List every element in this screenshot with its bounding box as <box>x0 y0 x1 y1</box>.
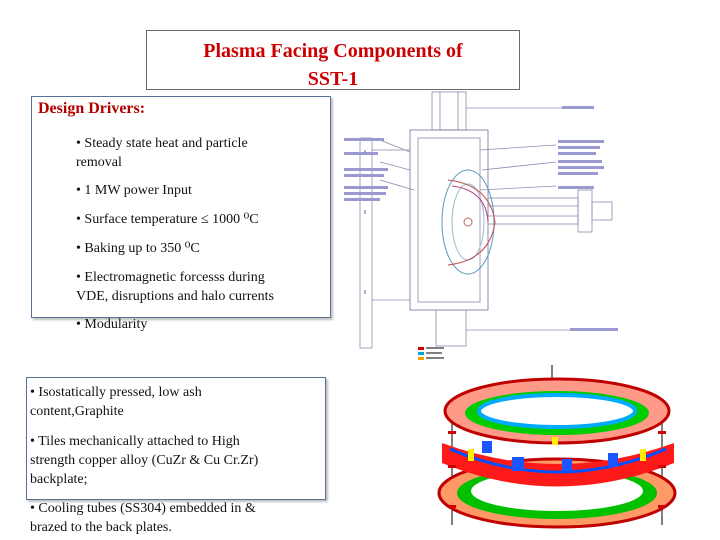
bullet-text: removal <box>76 155 122 170</box>
title-line-1: Plasma Facing Components of <box>203 40 463 62</box>
driver-bullet-2: • 1 MW power Input <box>76 181 192 200</box>
design-drivers-heading: Design Drivers: <box>38 100 146 117</box>
driver-bullet-4: • Baking up to 350 ⁰C <box>76 239 200 258</box>
bullet-text: • Modularity <box>76 317 148 332</box>
feature-bullet-1: • Isostatically pressed, low ash content… <box>30 383 202 421</box>
bullet-text: • Electromagnetic forcesss during <box>76 270 265 285</box>
feature-bullet-2: • Tiles mechanically attached to High st… <box>30 432 258 489</box>
feature-bullet-3: • Cooling tubes (SS304) embedded in & br… <box>30 499 256 537</box>
driver-bullet-6: • Modularity <box>76 315 147 334</box>
driver-bullet-5: • Electromagnetic forcesss during VDE, d… <box>76 268 274 306</box>
bullet-text: • Isostatically pressed, low ash <box>30 385 202 400</box>
bullet-text: • Steady state heat and particle <box>76 136 248 151</box>
bullet-text: • Surface temperature ≤ 1000 ⁰C <box>76 212 259 227</box>
bullet-text: content,Graphite <box>30 404 124 419</box>
driver-bullet-1: • Steady state heat and particle removal <box>76 134 248 172</box>
driver-bullet-3: • Surface temperature ≤ 1000 ⁰C <box>76 210 259 229</box>
features-box <box>26 377 326 500</box>
bullet-text: brazed to the back plates. <box>30 520 172 535</box>
page-title: Plasma Facing Components of SST-1 <box>147 37 519 90</box>
plasma-chamber <box>441 169 496 275</box>
cross-section-drawing <box>344 91 618 349</box>
design-drivers-box <box>31 96 331 318</box>
pfc-3d-model <box>418 347 677 529</box>
title-line-2: SST-1 <box>307 68 359 90</box>
bullet-text: • Baking up to 350 ⁰C <box>76 241 200 256</box>
bullet-text: • Cooling tubes (SS304) embedded in & <box>30 501 256 516</box>
bullet-text: strength copper alloy (CuZr & Cu Cr.Zr) <box>30 453 259 468</box>
bullet-text: VDE, disruptions and halo currents <box>76 289 274 304</box>
bullet-text: backplate; <box>30 472 88 487</box>
bullet-text: • 1 MW power Input <box>76 183 192 198</box>
title-box: Plasma Facing Components of SST-1 <box>146 30 520 90</box>
model-legend <box>418 347 444 360</box>
bullet-text: • Tiles mechanically attached to High <box>30 434 240 449</box>
